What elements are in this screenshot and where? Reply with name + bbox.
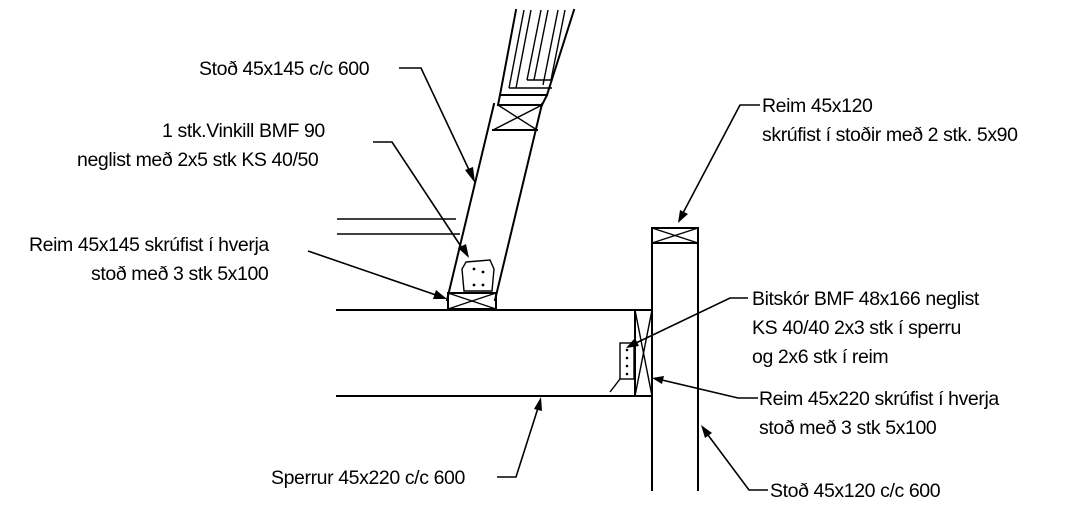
leader-reim-220 bbox=[652, 376, 758, 399]
label-vinkill-line2: neglist með 2x5 stk KS 40/50 bbox=[77, 149, 319, 171]
label-reim-120-line1: Reim 45x120 bbox=[762, 95, 873, 117]
label-stod-120: Stoð 45x120 c/c 600 bbox=[770, 480, 941, 502]
label-reim-120-line2: skrúfist í stoðir með 2 stk. 5x90 bbox=[762, 124, 1018, 146]
label-reim-220-line1: Reim 45x220 skrúfist í hverja bbox=[759, 388, 999, 410]
post-stod-120 bbox=[651, 227, 699, 491]
label-vinkill-line1: 1 stk.Vinkill BMF 90 bbox=[162, 120, 325, 142]
reim-145-outline bbox=[337, 218, 460, 235]
window-frame bbox=[498, 8, 576, 97]
leader-stod-120 bbox=[701, 425, 768, 491]
inclined-post-stod-145 bbox=[445, 93, 549, 302]
label-bitskor-line3: og 2x6 stk í reim bbox=[752, 346, 888, 368]
leader-bitskor bbox=[626, 297, 748, 348]
label-bitskor-line1: Bitskór BMF 48x166 neglist bbox=[752, 288, 980, 310]
leader-sperrur bbox=[497, 397, 542, 478]
leader-reim-145 bbox=[307, 250, 447, 299]
label-reim-220-line2: stoð með 3 stk 5x100 bbox=[759, 417, 937, 439]
leader-stod-145 bbox=[399, 67, 475, 183]
vinkill-bracket bbox=[447, 259, 497, 310]
label-stod-145: Stoð 45x145 c/c 600 bbox=[199, 58, 370, 80]
rafter-sperrur bbox=[336, 309, 653, 397]
label-reim-145-line1: Reim 45x145 skrúfist í hverja bbox=[29, 234, 269, 256]
reim-220 bbox=[634, 309, 653, 397]
label-reim-145-line2: stoð með 3 stk 5x100 bbox=[91, 263, 269, 285]
label-sperrur: Sperrur 45x220 c/c 600 bbox=[271, 467, 465, 489]
leader-reim-120 bbox=[678, 104, 760, 223]
leader-vinkill bbox=[373, 141, 469, 258]
label-bitskor-line2: KS 40/40 2x3 stk í sperru bbox=[752, 317, 961, 339]
bitskor-hanger bbox=[609, 342, 635, 393]
